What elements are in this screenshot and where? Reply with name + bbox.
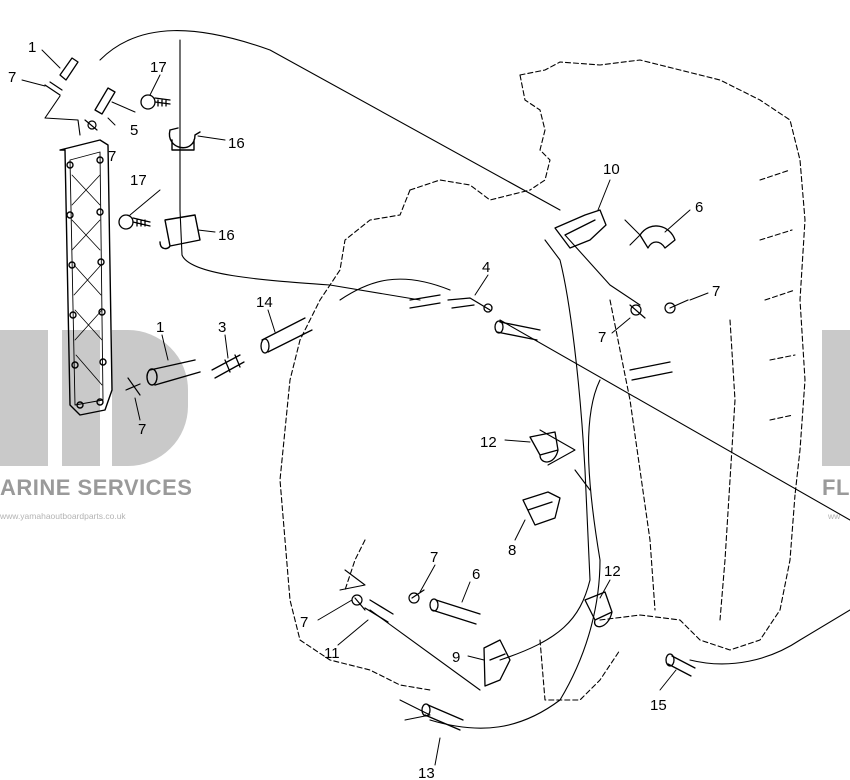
clip-5 — [639, 225, 676, 249]
callout-16: 16 — [228, 135, 245, 152]
callout-7: 7 — [8, 69, 16, 86]
callout-12: 12 — [480, 434, 497, 451]
callout-12: 12 — [604, 563, 621, 580]
bolt-17-lower — [118, 214, 151, 230]
callout-9: 9 — [452, 649, 460, 666]
clip-10 — [554, 209, 607, 249]
hose-2 — [59, 57, 79, 81]
hose-1 — [146, 359, 201, 386]
callout-7: 7 — [598, 329, 606, 346]
callout-7: 7 — [138, 421, 146, 438]
callout-17: 17 — [150, 59, 167, 76]
hose-center — [494, 320, 541, 341]
watermark-right-url: ww — [828, 511, 841, 521]
routing-lines — [44, 30, 850, 729]
callout-15: 15 — [650, 697, 667, 714]
clip-7-set — [44, 81, 689, 611]
watermark-right-name: FLO — [822, 475, 850, 500]
clamp-16-upper — [168, 127, 201, 151]
callout-labels: 1 7 5 7 17 16 17 16 1 3 14 7 4 10 6 7 7 … — [8, 39, 720, 780]
callout-1: 1 — [156, 319, 164, 336]
clip-8 — [522, 491, 561, 526]
hose-13 — [421, 703, 464, 731]
watermark-logo-block-right — [822, 330, 850, 466]
callout-3: 4 — [482, 259, 490, 276]
callout-7: 7 — [300, 614, 308, 631]
callout-6: 6 — [472, 566, 480, 583]
callout-4: 5 — [130, 122, 138, 139]
callout-8: 8 — [508, 542, 516, 559]
callout-10: 10 — [603, 161, 620, 178]
leader-lines — [21, 49, 709, 766]
connector-3-left — [211, 354, 245, 379]
callout-17: 17 — [130, 172, 147, 189]
callout-13: 13 — [418, 765, 435, 780]
clamp-16-lower — [159, 214, 201, 250]
hose-11 — [364, 599, 394, 623]
callout-7: 7 — [108, 148, 116, 165]
hose-6 — [429, 598, 481, 625]
callout-7: 7 — [430, 549, 438, 566]
clip-12-upper — [529, 431, 559, 463]
callout-3: 3 — [218, 319, 226, 336]
callout-16: 16 — [218, 227, 235, 244]
bolt-17-upper — [140, 94, 171, 110]
hose-4 — [94, 87, 116, 115]
callout-11: 11 — [324, 645, 340, 662]
hose-top — [409, 294, 441, 309]
hose-upper-right — [629, 361, 673, 381]
callout-7: 7 — [712, 283, 720, 300]
callout-14: 14 — [256, 294, 273, 311]
callout-5: 6 — [695, 199, 703, 216]
connector-3-top — [447, 297, 493, 313]
clip-12-lower — [584, 591, 613, 628]
gasket-plate — [59, 139, 113, 416]
callout-2: 1 — [28, 39, 36, 56]
hose-15 — [665, 653, 696, 677]
hose-14 — [260, 317, 313, 354]
watermark-company-name: ARINE SERVICES — [0, 475, 193, 500]
watermark-logo-block-left — [0, 330, 48, 466]
watermark-url: www.yamahaoutboardparts.co.uk — [0, 511, 126, 521]
clip-9 — [483, 639, 511, 687]
engine-block-outline — [279, 59, 806, 701]
